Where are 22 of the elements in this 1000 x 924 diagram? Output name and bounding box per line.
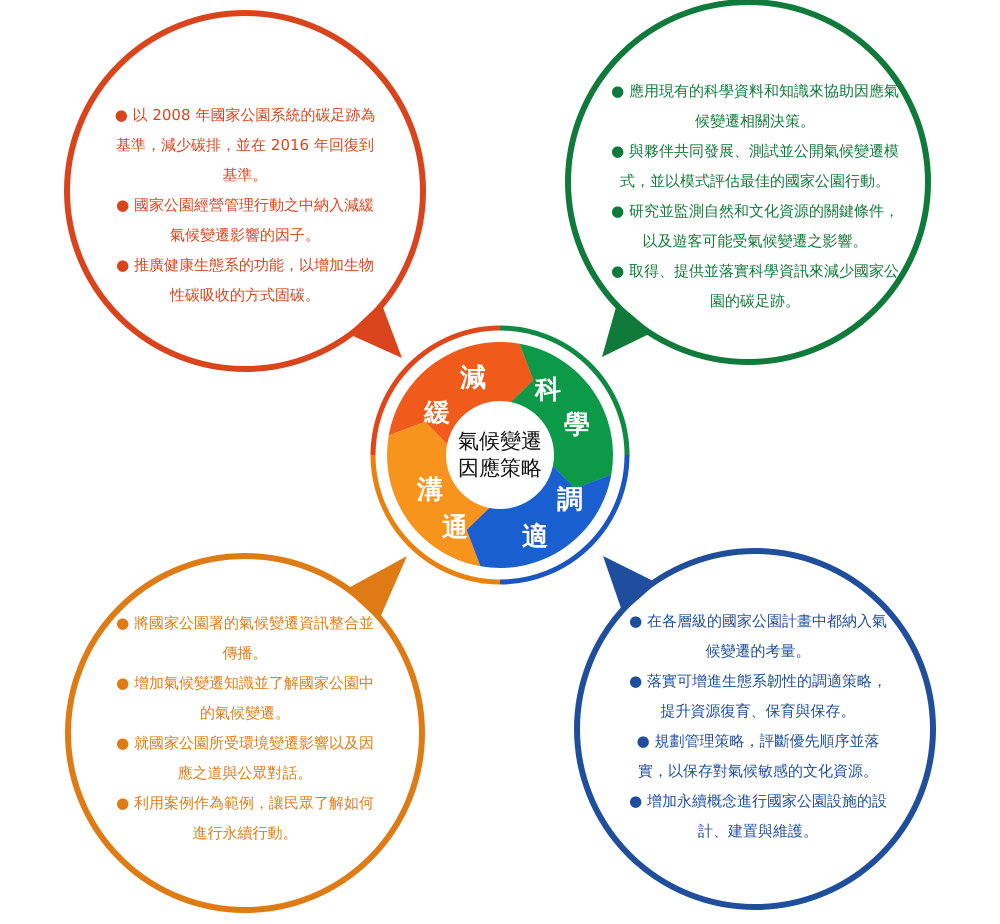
bullet-text: ● 增加永續概念進行國家公園設施的設計、建置與維護。 — [628, 791, 888, 842]
bullet-text: ● 研究並監測自然和文化資源的關鍵條件，以及遊客可能受氣候變遷之影響。 — [610, 201, 900, 252]
segment-label: 調適 — [522, 487, 583, 550]
bullet-text: ● 以 2008 年國家公園系統的碳足跡為基準，減少碳排，並在 2016 年回復到基準。 — [114, 105, 376, 186]
bullet-text: ● 利用案例作為範例，讓民眾了解如何進行永續行動。 — [115, 793, 375, 844]
bullet-text: ● 規劃管理策略，評斷優先順序並落實，以保存對氣候敏感的文化資源。 — [636, 731, 880, 782]
segment-label: 減緩 — [424, 365, 486, 426]
bullet-text: ● 推廣健康生態系的功能，以增加生物性碳吸收的方式固碳。 — [115, 255, 375, 306]
speech-bubble — [64, 552, 426, 914]
speech-bubble — [573, 547, 937, 911]
bullet-text: ● 落實可增進生態系韌性的調適策略，提升資源復育、保育與保存。 — [628, 671, 888, 722]
bullet-text: ● 增加氣候變遷知識並了解國家公園中的氣候變遷。 — [115, 673, 375, 724]
bullet-text: ● 就國家公園所受環境變遷影響以及因應之道與公眾對話。 — [115, 733, 375, 784]
bullet-text: ● 在各層級的國家公園計畫中都納入氣候變遷的考量。 — [628, 611, 888, 662]
bullet-text: ● 將國家公園署的氣候變遷資訊整合並傳播。 — [115, 613, 375, 664]
segment-label: 溝通 — [417, 477, 468, 541]
bullet-text: ● 與夥伴共同發展、測試並公開氣候變遷模式，並以模式評估最佳的國家公園行動。 — [610, 141, 900, 192]
bullet-text: ● 國家公園經營管理行動之中納入減緩氣候變遷影響的因子。 — [115, 195, 375, 246]
speech-bubble — [564, 0, 932, 366]
bullet-text: ● 取得、提供並落實科學資訊來減少國家公園的碳足跡。 — [610, 261, 900, 312]
bullet-text: ● 應用現有的科學資料和知識來協助因應氣候變遷相關決策。 — [610, 81, 900, 132]
speech-bubble — [63, 9, 427, 373]
